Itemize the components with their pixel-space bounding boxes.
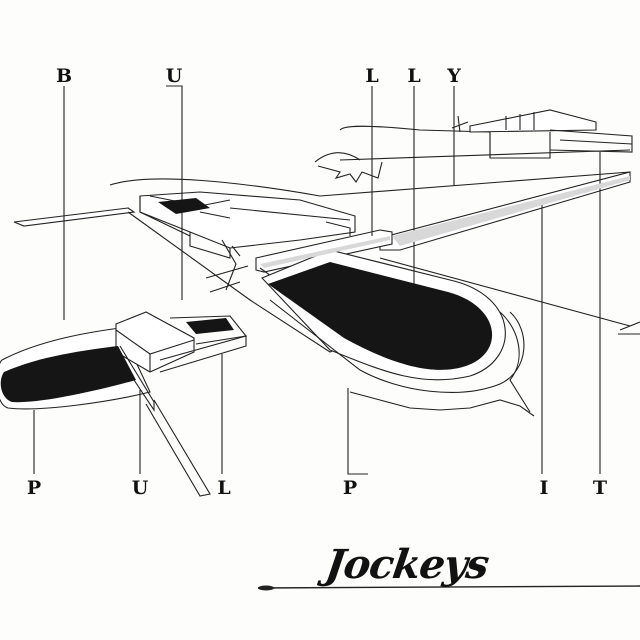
subtitle-letter-u: U (131, 477, 149, 499)
subtitle-letter-i: I (539, 477, 549, 499)
brand-script-logo: Jockeys (322, 541, 492, 588)
subtitle-letter-p2: P (342, 477, 358, 499)
title-letter-l2: L (407, 65, 421, 87)
title-letter-y: Y (447, 65, 461, 87)
subtitle-letter-p1: P (26, 477, 42, 499)
title-letter-u: U (165, 65, 183, 87)
title-letter-l1: L (365, 65, 379, 87)
subtitle-letter-l: L (217, 477, 231, 499)
subtitle-letter-t: T (592, 477, 608, 499)
title-letter-b: B (55, 65, 73, 87)
